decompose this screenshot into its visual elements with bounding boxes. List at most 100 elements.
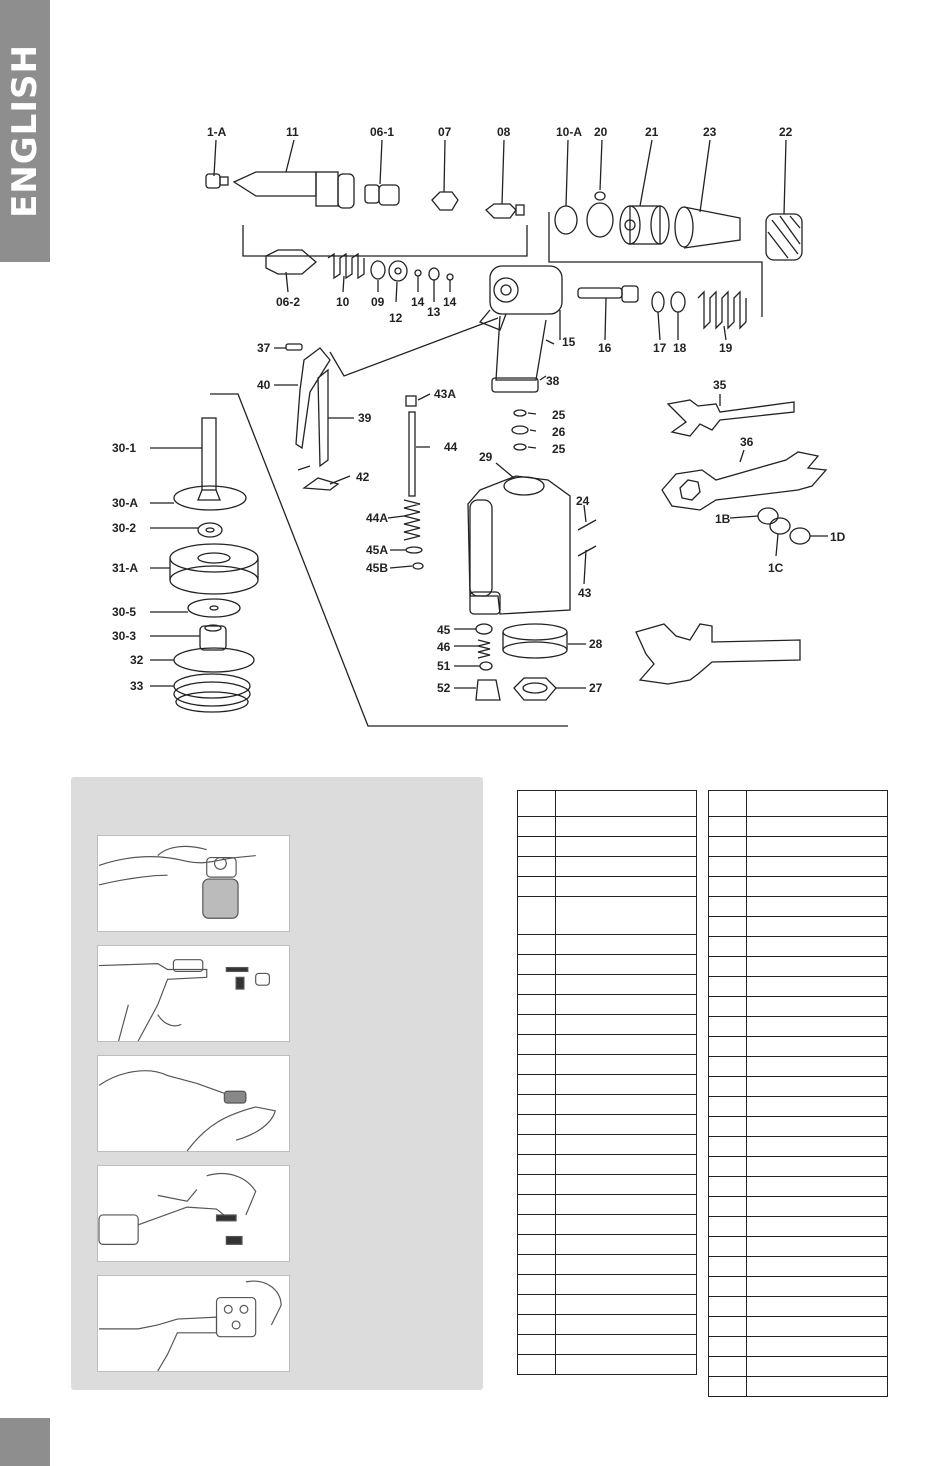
callout-1d: 1D xyxy=(830,530,846,544)
callout-1c: 1C xyxy=(768,561,784,575)
callout-24: 24 xyxy=(576,494,590,508)
part-10-spring xyxy=(327,252,365,280)
part-description-cell xyxy=(746,1296,888,1317)
part-16-piston-rod xyxy=(577,285,639,303)
table-row xyxy=(517,1314,697,1335)
part-number-cell xyxy=(517,974,556,995)
callout-51: 51 xyxy=(437,659,451,673)
table-row xyxy=(517,1034,697,1055)
callout-28: 28 xyxy=(589,637,603,651)
part-description-cell xyxy=(746,1096,888,1117)
part-45-ring xyxy=(475,623,493,635)
table-row xyxy=(708,1376,888,1397)
parts-table-left xyxy=(517,790,697,1375)
part-description-cell xyxy=(555,896,697,935)
part-1d-nose xyxy=(789,527,811,545)
part-number-cell xyxy=(708,1176,747,1197)
part-description-cell xyxy=(555,994,697,1015)
callout-33: 33 xyxy=(130,679,144,693)
part-42-pin xyxy=(297,465,340,491)
callout-29: 29 xyxy=(479,450,493,464)
part-number-cell xyxy=(708,1076,747,1097)
wrench-tightening-photo xyxy=(97,1275,290,1372)
part-number-cell xyxy=(708,1296,747,1317)
table-row xyxy=(517,1074,697,1095)
part-30-2-washer xyxy=(197,522,223,538)
callout-18: 18 xyxy=(673,341,687,355)
callout-44a: 44A xyxy=(366,511,388,525)
part-30-1-pole xyxy=(197,417,221,501)
part-description-cell xyxy=(746,1176,888,1197)
table-row xyxy=(708,1096,888,1117)
part-description-cell xyxy=(555,1254,697,1275)
part-09-washer xyxy=(370,260,386,280)
callout-30-3: 30-3 xyxy=(112,629,136,643)
table-row xyxy=(708,1136,888,1157)
part-description-cell xyxy=(746,1196,888,1217)
table-row xyxy=(517,1334,697,1355)
part-45b-ring xyxy=(412,562,424,570)
part-description-cell xyxy=(746,1036,888,1057)
part-number-cell xyxy=(708,1216,747,1237)
part-number-cell xyxy=(517,1194,556,1215)
part-description-cell xyxy=(746,1276,888,1297)
part-43a-pin xyxy=(405,395,417,407)
part-number-cell xyxy=(517,1294,556,1315)
table-row xyxy=(708,1076,888,1097)
part-number-cell xyxy=(517,1114,556,1135)
part-1b-nose xyxy=(757,507,779,525)
callout-32: 32 xyxy=(130,653,144,667)
part-number-cell xyxy=(708,1356,747,1377)
part-44a-spring xyxy=(403,499,421,541)
callout-42: 42 xyxy=(356,470,370,484)
exploded-parts-diagram: 1-A 11 06-1 07 08 10-A 20 21 23 22 06-2 … xyxy=(112,125,846,727)
part-number-cell xyxy=(708,856,747,877)
callout-09: 09 xyxy=(371,295,385,309)
part-28-ring xyxy=(502,623,568,659)
part-1c-nose xyxy=(769,517,791,535)
part-description-cell xyxy=(746,1376,888,1397)
callout-39: 39 xyxy=(358,411,372,425)
part-22-knurled-collar xyxy=(765,213,803,261)
part-description-cell xyxy=(746,1076,888,1097)
part-number-cell xyxy=(517,816,556,837)
part-32-disc xyxy=(173,647,255,673)
part-description-cell xyxy=(555,1014,697,1035)
part-1a-nose-tip xyxy=(205,173,229,189)
part-number-cell xyxy=(708,1156,747,1177)
part-description-cell xyxy=(746,1256,888,1277)
part-number-cell xyxy=(708,1236,747,1257)
table-row xyxy=(708,816,888,837)
table-row xyxy=(708,1256,888,1277)
part-13-ring xyxy=(428,267,440,281)
part-description-cell xyxy=(746,1016,888,1037)
table-row xyxy=(517,836,697,857)
part-08-jaw-pusher xyxy=(485,203,525,219)
part-number-cell xyxy=(517,1134,556,1155)
part-46-spring xyxy=(477,639,491,659)
table-row xyxy=(708,956,888,977)
part-number-cell xyxy=(708,1096,747,1117)
part-37-screw xyxy=(285,343,303,351)
part-number-cell xyxy=(708,936,747,957)
part-description-cell xyxy=(746,916,888,937)
part-description-cell xyxy=(555,1354,697,1375)
part-number-cell xyxy=(708,1196,747,1217)
table-row xyxy=(517,790,697,817)
part-description-cell xyxy=(555,934,697,955)
callout-43a: 43A xyxy=(434,387,456,401)
callout-36: 36 xyxy=(740,435,754,449)
part-description-cell xyxy=(555,1094,697,1115)
callout-52: 52 xyxy=(437,681,451,695)
part-31a-weight xyxy=(169,543,259,595)
part-number-cell xyxy=(708,836,747,857)
part-description-cell xyxy=(746,876,888,897)
part-14a-ring xyxy=(414,269,422,277)
table-row xyxy=(517,934,697,955)
callout-17: 17 xyxy=(653,341,667,355)
part-number-cell xyxy=(517,1254,556,1275)
part-44-rod xyxy=(408,411,416,497)
part-reservoir-body xyxy=(467,475,571,615)
part-description-cell xyxy=(555,1314,697,1335)
table-row xyxy=(517,1114,697,1135)
